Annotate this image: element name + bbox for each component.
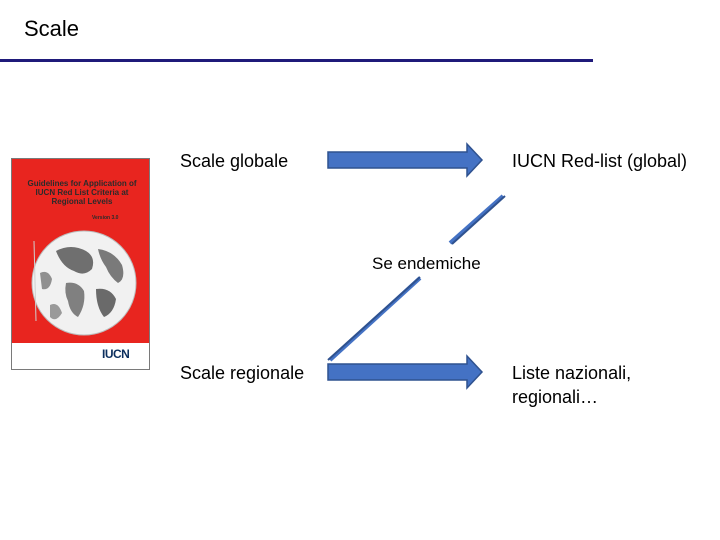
slide-title: Scale bbox=[24, 16, 80, 41]
iucn-logo: IUCN bbox=[102, 347, 130, 361]
globe-illustration bbox=[31, 230, 137, 336]
label-global-scale: Scale globale bbox=[180, 151, 289, 171]
arrow-diagonal bbox=[327, 194, 506, 362]
book-cover-title: Guidelines for Application of IUCN Red L… bbox=[27, 179, 137, 206]
title-underline bbox=[0, 59, 593, 62]
label-regional-lists-line2: regionali… bbox=[512, 387, 599, 407]
book-cover-version: Version 3.0 bbox=[92, 215, 119, 221]
arrow-global bbox=[327, 142, 484, 178]
arrow-regional bbox=[327, 354, 484, 390]
label-regional-lists-line1: Liste nazionali, bbox=[512, 363, 632, 383]
label-endemic-condition: Se endemiche bbox=[372, 254, 481, 273]
label-regional-scale: Scale regionale bbox=[180, 363, 305, 383]
book-cover-image: Guidelines for Application of IUCN Red L… bbox=[11, 158, 150, 370]
book-cover-footer bbox=[12, 343, 149, 369]
label-global-red-list: IUCN Red-list (global) bbox=[512, 151, 688, 171]
